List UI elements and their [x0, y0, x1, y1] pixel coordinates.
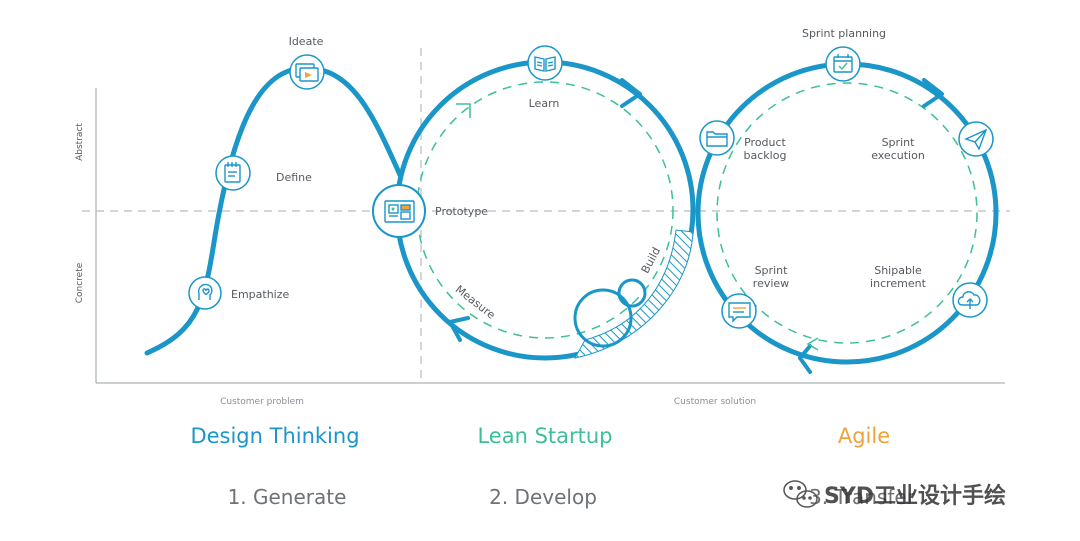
shipable-increment-label-2: increment [870, 277, 927, 290]
watermark: SYD工业设计手绘 [783, 480, 1006, 509]
node-sprint-planning: Sprint planning [802, 27, 886, 82]
sprint-execution-label-1: Sprint [882, 136, 916, 149]
stage-generate: 1. Generate [228, 485, 347, 509]
lean-arrow-top [620, 78, 642, 108]
calendar-icon [833, 54, 853, 73]
measure-label: Measure [453, 283, 498, 322]
node-empathize: Empathize [188, 276, 290, 310]
sprint-planning-label: Sprint planning [802, 27, 886, 40]
prototype-label: Prototype [435, 205, 488, 218]
lean-arrow-bottom [448, 316, 470, 342]
x-label-customer-problem: Customer problem [220, 397, 304, 407]
build-hatched-segment [574, 229, 694, 359]
sprint-review-label-2: review [753, 277, 789, 290]
shipable-increment-label-1: Shipable [874, 264, 922, 277]
y-label-abstract: Abstract [75, 123, 85, 161]
agile-arrow-top [922, 78, 944, 108]
build-small-loop-large [573, 288, 633, 348]
sprint-review-label-1: Sprint [755, 264, 789, 277]
phase-title-design-thinking: Design Thinking [190, 424, 359, 448]
build-label: Build [639, 245, 663, 275]
agile-arrow-bottom [798, 344, 812, 374]
lean-inner-arrow [456, 103, 471, 118]
learn-label: Learn [529, 97, 560, 110]
stage-develop: 2. Develop [489, 485, 597, 509]
folder-icon [706, 131, 728, 147]
axes: Abstract Concrete Customer problem Custo… [75, 48, 1010, 407]
empathize-label: Empathize [231, 288, 290, 301]
paper-plane-icon [964, 128, 988, 151]
phase-title-lean-startup: Lean Startup [477, 424, 612, 448]
node-learn: Learn [527, 45, 563, 110]
product-backlog-label-1: Product [744, 136, 786, 149]
open-book-icon [534, 56, 556, 72]
sprint-execution-label-2: execution [871, 149, 925, 162]
y-label-concrete: Concrete [75, 262, 85, 303]
define-label: Define [276, 171, 312, 184]
node-define: Define [215, 155, 312, 191]
agile-inner-dashed-circle [716, 82, 978, 344]
node-sprint-execution: Sprint execution [871, 121, 994, 162]
node-prototype: Prototype [372, 184, 488, 238]
wechat-icon [783, 480, 818, 508]
x-label-customer-solution: Customer solution [674, 397, 756, 407]
product-backlog-label-2: backlog [744, 149, 787, 162]
node-product-backlog: Product backlog [699, 120, 787, 162]
build-small-loop-small [617, 278, 647, 308]
ideate-label: Ideate [289, 35, 324, 48]
idea-cards-icon [295, 63, 319, 82]
cloud-upload-icon [957, 291, 981, 309]
wireframe-icon [384, 200, 415, 223]
node-ideate: Ideate [289, 35, 325, 90]
node-sprint-review: Sprint review [721, 264, 789, 329]
agile-inner-arrow [806, 337, 819, 351]
phase-title-agile: Agile [838, 424, 890, 448]
node-shipable-increment: Shipable increment [870, 264, 988, 318]
watermark-text: SYD工业设计手绘 [824, 483, 1006, 509]
head-heart-icon [197, 283, 213, 300]
notepad-icon [224, 162, 241, 183]
chat-bubble-icon [728, 302, 751, 323]
stage-transfer: 3. Transfer [809, 485, 916, 509]
